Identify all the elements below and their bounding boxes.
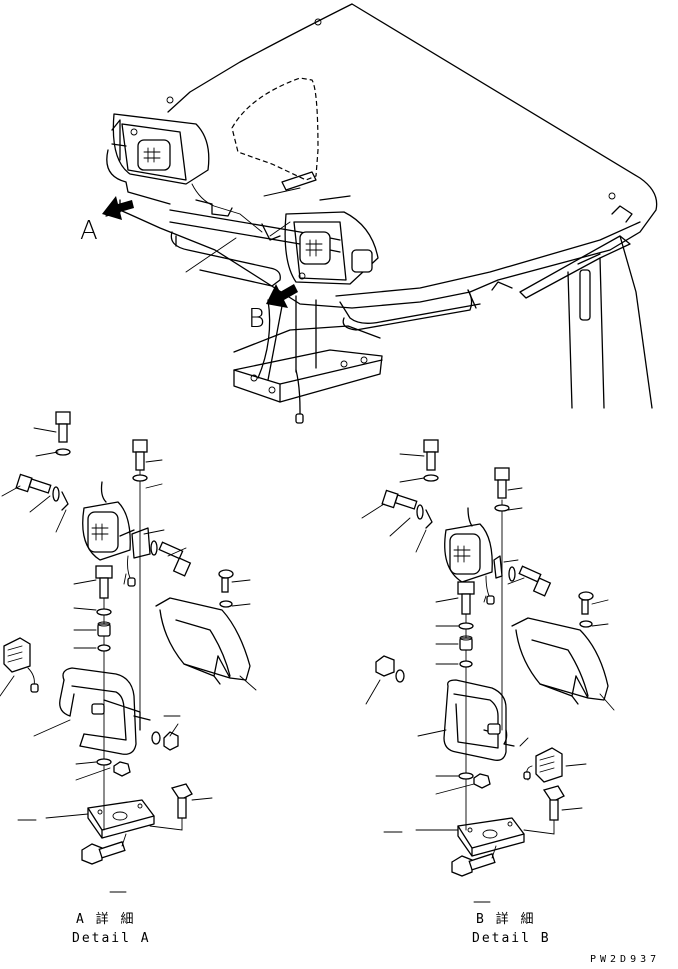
detail-a-small-lamp [3,637,39,693]
arrow-b [266,284,298,308]
work-lamp-b [284,211,379,285]
lamp-post [267,295,317,381]
view-b-label: B [248,304,266,334]
cab-roof-overview [102,3,658,424]
detail-b-title-jp: B 詳 細 [476,912,536,927]
roof-panel [119,3,658,309]
roof-window-outline [231,77,319,181]
bolt-b7 [523,785,565,835]
detail-a-exploded [0,411,257,893]
screw-b6 [578,591,594,628]
bolt-a5 [95,565,113,599]
detail-b-base-plate [457,817,525,857]
post-base-plate [233,349,383,403]
bolt-b8 [451,845,497,877]
detail-a-title-en: Detail A [72,931,151,946]
drawing-code: PW2D937 [590,954,661,965]
bolt-a8 [81,833,127,865]
bolt-a7 [149,783,193,831]
detail-b-small-lamp [523,747,563,783]
view-a-label: A [80,216,98,246]
bolt-a2 [132,439,148,482]
detail-a-lamp-cover [155,597,251,685]
detail-b-spacer [375,655,405,683]
bolt-a4 [158,541,192,577]
bolt-a3 [15,473,69,511]
bolt-a1 [55,411,71,456]
detail-b-guard [443,679,515,761]
detail-a-guard [59,667,151,755]
detail-a-title-jp: A 詳 細 [76,912,136,927]
detail-b-lamp-cover [511,617,609,705]
detail-b-title-en: Detail B [472,931,551,946]
arrow-a [102,196,134,220]
detail-a-lamp [82,481,136,587]
detail-b-exploded [361,439,615,903]
bolt-b4 [518,565,552,597]
work-lamp-a [111,113,210,185]
screw-a6 [218,569,234,608]
cab-pillar [567,253,605,409]
detail-a-base-plate [87,799,155,839]
bolt-b5 [457,581,475,615]
bolt-b3 [381,489,433,529]
bolt-b2 [494,467,510,512]
detail-b-lamp [444,507,495,605]
bolt-b1 [423,439,439,482]
